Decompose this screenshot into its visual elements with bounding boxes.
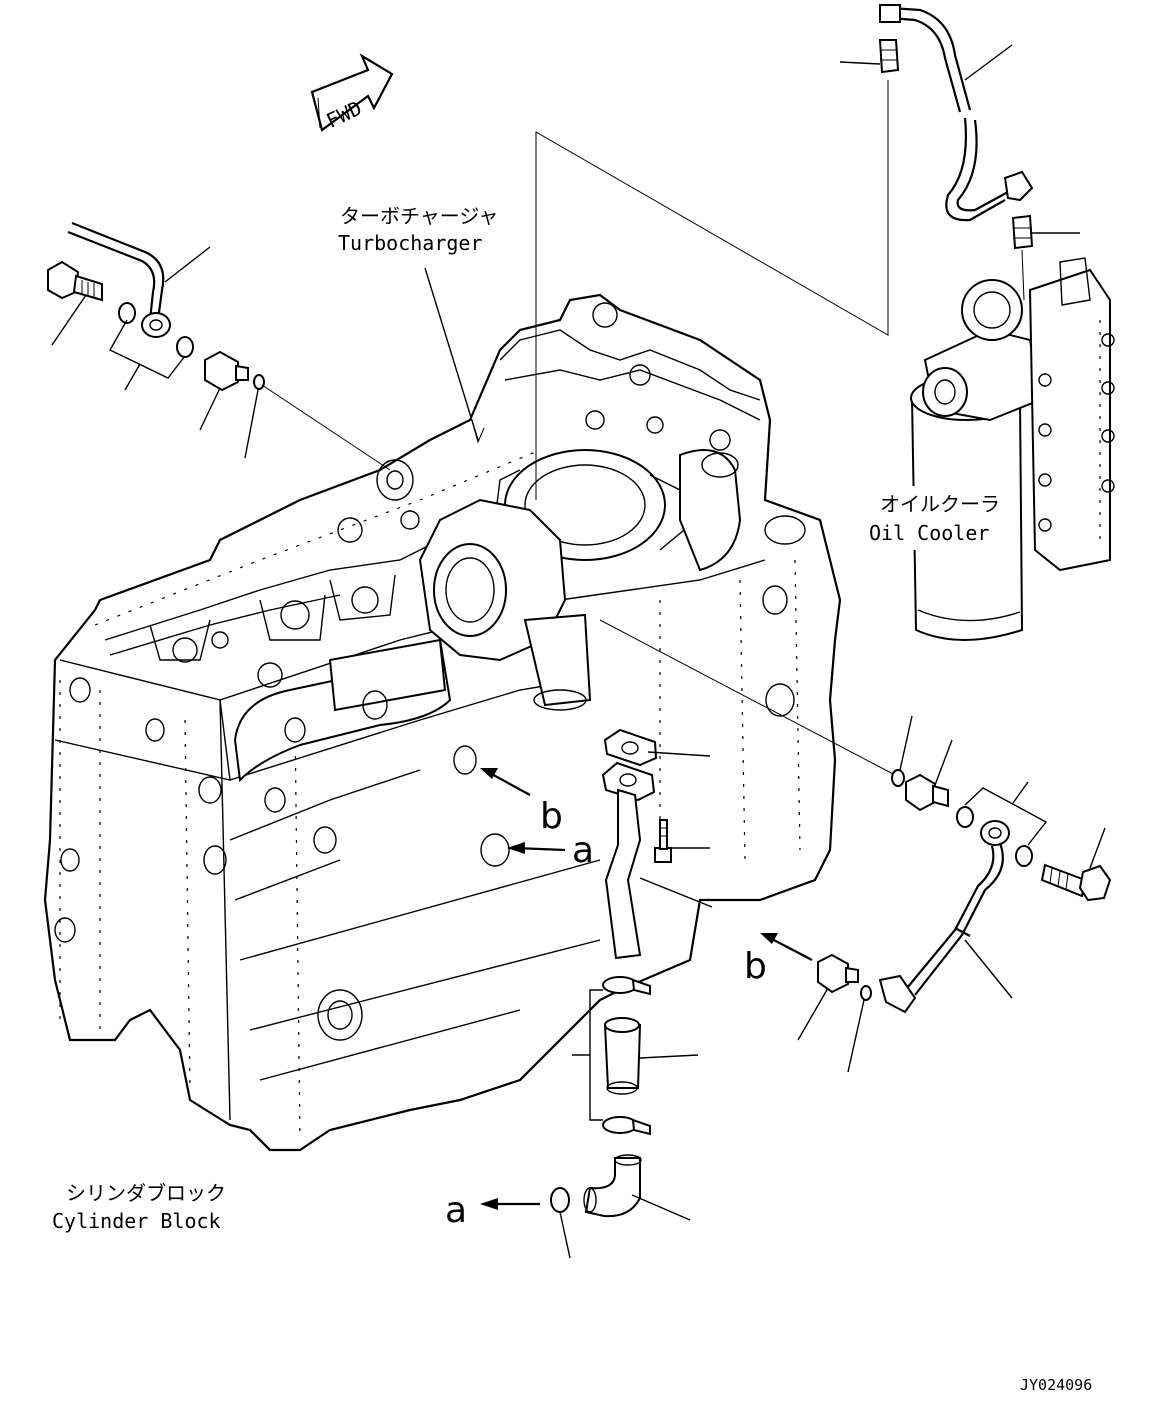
o-ring <box>860 985 872 1001</box>
hose-clamp <box>602 976 638 994</box>
gasket <box>603 728 658 767</box>
washer <box>176 336 194 358</box>
turbocharger-leader <box>424 267 479 441</box>
drawing-id: JY024096 <box>1020 1376 1092 1394</box>
o-ring <box>253 374 265 390</box>
banjo-bolt-upper <box>47 260 103 302</box>
leader-supply-tube <box>164 246 211 283</box>
oil-cooler-line <box>879 4 1034 222</box>
ref-b-upper: b <box>540 796 563 837</box>
washer <box>118 302 136 324</box>
connector-right <box>905 773 949 812</box>
elbow-tube <box>583 1154 642 1218</box>
o-ring <box>550 1187 570 1213</box>
turbocharger-label-jp: ターボチャージャ <box>340 204 498 228</box>
rubber-hose <box>603 1017 642 1095</box>
ref-b-lower: b <box>744 946 767 987</box>
washer <box>956 806 974 828</box>
fitting-oil-cooler <box>1011 214 1034 250</box>
oil-cooler-label-en: Oil Cooler <box>869 521 989 545</box>
oil-cooler-drawing <box>910 257 1115 641</box>
washer <box>1015 845 1033 867</box>
hose-clamp <box>602 1116 638 1134</box>
oil-return-tube <box>878 820 1010 1014</box>
bolt <box>654 819 672 863</box>
fitting-upper-right <box>878 39 900 74</box>
connector-lower <box>817 953 859 994</box>
o-ring <box>891 769 905 787</box>
turbocharger-drawing <box>233 449 742 783</box>
cylinder-block-label-jp: シリンダブロック <box>66 1181 226 1205</box>
oil-supply-tube-upper <box>67 221 171 338</box>
banjo-bolt-right <box>1040 863 1112 902</box>
oil-drain-tube <box>601 761 656 960</box>
turbocharger-label-en: Turbocharger <box>338 231 483 255</box>
connector-upper <box>204 350 249 392</box>
ref-a-lower: a <box>445 1190 467 1231</box>
ref-a-upper: a <box>572 830 594 871</box>
cylinder-block-drawing <box>43 293 842 1152</box>
cylinder-block-label-en: Cylinder Block <box>52 1209 221 1233</box>
fwd-arrow: FWD <box>310 53 394 133</box>
oil-cooler-label-jp: オイルクーラ <box>880 492 1000 516</box>
